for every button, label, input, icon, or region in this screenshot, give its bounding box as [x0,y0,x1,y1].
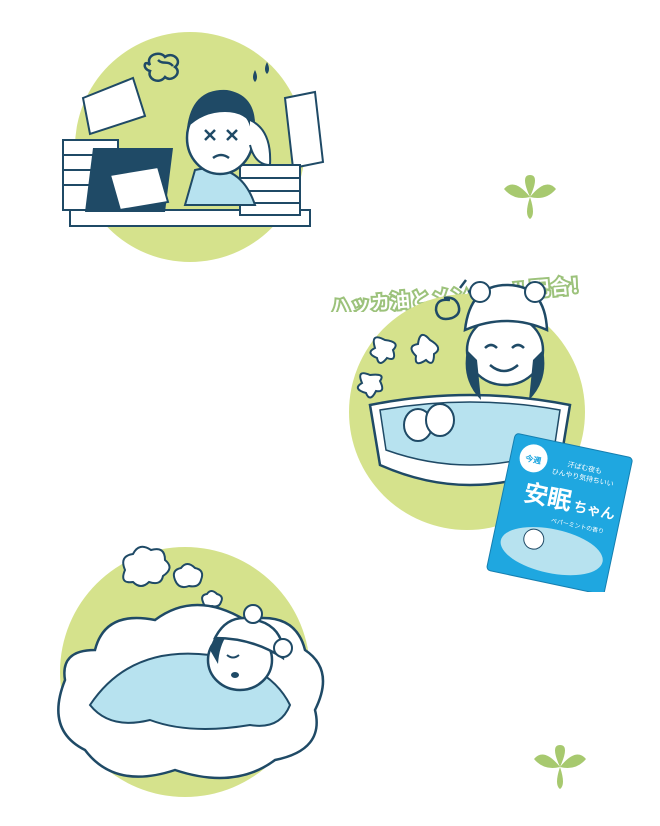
leaf-decoration-top [500,175,560,220]
leaf-icon [504,175,556,219]
scene-sleeping [55,520,335,810]
scene-stressed-worker [55,20,325,270]
flying-papers-icon [81,76,325,170]
sweat-drops-icon [253,62,269,82]
mint-leaves-icon [356,333,440,399]
dream-clouds-icon [122,545,223,608]
bath-feet [403,403,455,442]
paper-stack-right [239,164,301,216]
new-badge [519,444,548,473]
bear-hat-sleep-icon [212,616,285,661]
leaf-decoration-bottom [530,745,590,790]
sleeping-person-figure [206,604,293,692]
bathing-woman-figure [463,281,549,400]
product-package: 今週 汗ばむ夜も ひんやり気持ちいい 安眠 ちゃん ペパーミントの香り [485,432,635,592]
leaf-icon [534,745,586,789]
laptop-icon [85,148,173,212]
badge-text: 今週 [524,453,543,466]
stress-scribble-icon [143,52,180,82]
stressed-worker-figure [183,89,272,206]
